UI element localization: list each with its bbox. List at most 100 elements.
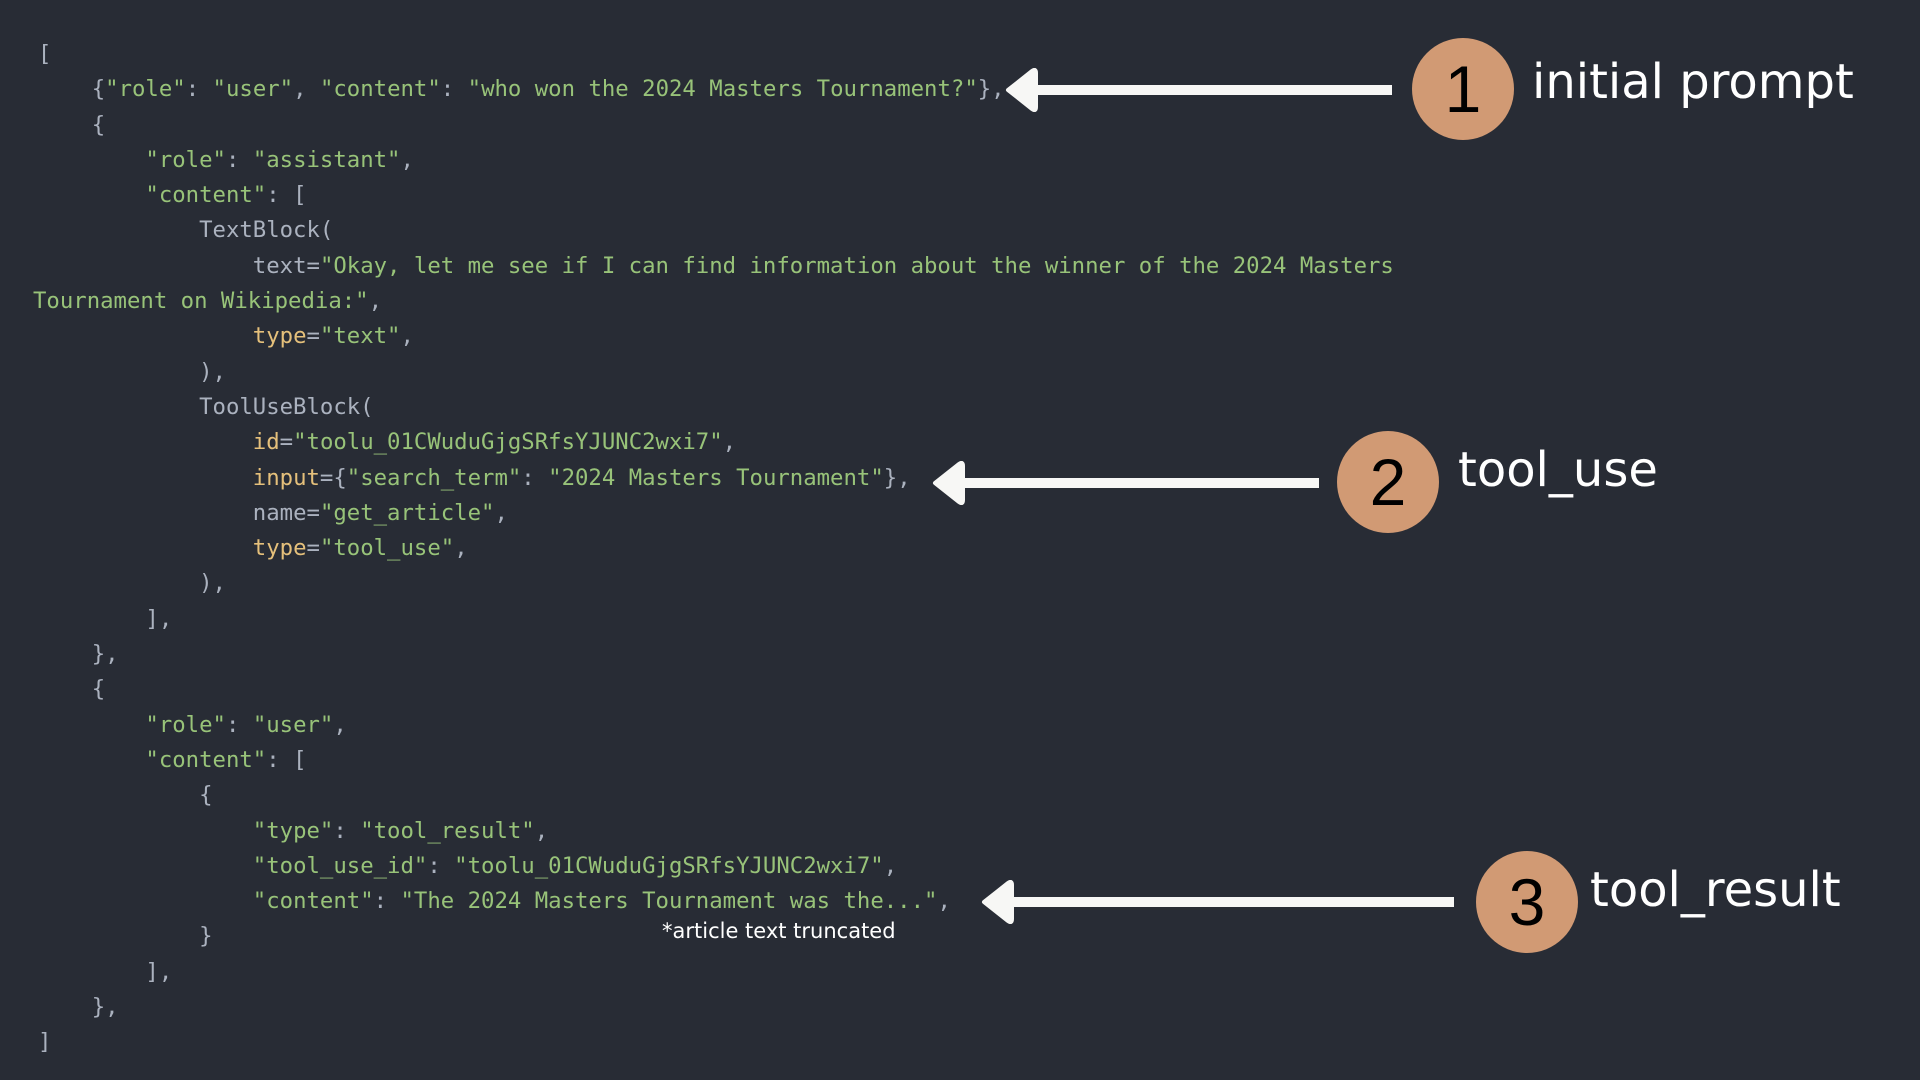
annotation-label-initial-prompt: initial prompt bbox=[1532, 54, 1854, 110]
code-line-26: ], bbox=[38, 955, 1394, 990]
colon: : bbox=[185, 76, 213, 103]
code-line-3: "role": "assistant", bbox=[38, 143, 1394, 178]
search-term-value: "2024 Masters Tournament" bbox=[548, 464, 884, 491]
comma: , bbox=[333, 711, 347, 738]
param-type: type bbox=[252, 323, 307, 350]
comma: , bbox=[454, 535, 468, 562]
equals: = bbox=[306, 499, 320, 526]
initial-prompt-text: "who won the 2024 Masters Tournament?" bbox=[467, 76, 978, 103]
code-line-9: ), bbox=[38, 355, 1394, 390]
comma: , bbox=[293, 76, 320, 103]
equals-brace: ={ bbox=[319, 464, 347, 491]
value-tool-use: "tool_use" bbox=[319, 535, 455, 562]
value-tool-result: "tool_result" bbox=[360, 817, 535, 844]
code-block: [ {"role": "user", "content": "who won t… bbox=[33, 37, 1394, 1061]
code-line-12: input={"search_term": "2024 Masters Tour… bbox=[38, 461, 1394, 496]
comma: , bbox=[534, 817, 549, 844]
arrow-left-icon bbox=[1006, 68, 1392, 112]
bracket-close: ], bbox=[145, 605, 173, 632]
code-line-21: { bbox=[38, 778, 1394, 813]
bracket-close: ] bbox=[38, 1029, 52, 1056]
comma: , bbox=[494, 499, 508, 526]
annotation-label-tool-result: tool_result bbox=[1590, 862, 1841, 918]
value-user: "user" bbox=[212, 76, 294, 103]
equals: = bbox=[306, 535, 320, 562]
key-role: "role" bbox=[145, 146, 226, 173]
key-content: "content" bbox=[145, 182, 267, 209]
colon: : bbox=[333, 817, 361, 844]
code-line-15: ), bbox=[38, 566, 1394, 601]
step-badge-3: 3 bbox=[1476, 851, 1578, 953]
step-number-3: 3 bbox=[1508, 865, 1546, 939]
brace: { bbox=[199, 782, 213, 809]
tooluseblock-constructor: ToolUseBlock( bbox=[199, 393, 374, 420]
code-line-6: text="Okay, let me see if I can find inf… bbox=[38, 249, 1394, 284]
equals: = bbox=[306, 252, 320, 279]
bracket-open: [ bbox=[38, 41, 52, 67]
equals: = bbox=[279, 429, 294, 456]
code-line-22: "type": "tool_result", bbox=[38, 814, 1394, 849]
code-line-1: {"role": "user", "content": "who won the… bbox=[38, 72, 1394, 107]
code-line-18: { bbox=[38, 672, 1394, 707]
colon: : bbox=[225, 711, 253, 738]
value-assistant: "assistant" bbox=[252, 146, 401, 173]
key-tool-use-id: "tool_use_id" bbox=[252, 852, 428, 879]
assistant-text-value-cont: Tournament on Wikipedia:" bbox=[33, 288, 369, 315]
code-line-10: ToolUseBlock( bbox=[38, 390, 1394, 425]
code-line-16: ], bbox=[38, 602, 1394, 637]
code-line-5: TextBlock( bbox=[38, 213, 1394, 248]
key-content: "content" bbox=[319, 76, 441, 103]
param-id: id bbox=[252, 429, 280, 456]
code-line-17: }, bbox=[38, 637, 1394, 672]
code-line-20: "content": [ bbox=[38, 743, 1394, 778]
assistant-text-value: "Okay, let me see if I can find informat… bbox=[319, 252, 1394, 279]
code-line-27: }, bbox=[38, 990, 1394, 1025]
code-line-11: id="toolu_01CWuduGjgSRfsYJUNC2wxi7", bbox=[38, 425, 1394, 460]
code-line-19: "role": "user", bbox=[38, 708, 1394, 743]
step-badge-2: 2 bbox=[1337, 431, 1439, 533]
tool-result-content-value: "The 2024 Masters Tournament was the..." bbox=[400, 888, 938, 915]
paren-close: ), bbox=[199, 570, 226, 597]
code-line-25: } bbox=[38, 919, 1394, 954]
code-line-7: Tournament on Wikipedia:", bbox=[33, 284, 1394, 319]
colon-bracket: : [ bbox=[266, 746, 307, 773]
colon: : bbox=[440, 76, 468, 103]
comma: , bbox=[883, 852, 898, 879]
brace-close: } bbox=[199, 923, 213, 950]
annotation-label-tool-use: tool_use bbox=[1458, 442, 1658, 498]
key-search-term: "search_term" bbox=[346, 464, 522, 491]
colon: : bbox=[373, 888, 401, 915]
colon: : bbox=[225, 146, 253, 173]
comma: , bbox=[368, 288, 383, 315]
value-text: "text" bbox=[319, 323, 401, 350]
step-number-2: 2 bbox=[1369, 445, 1407, 519]
key-role: "role" bbox=[105, 76, 186, 103]
code-line-23: "tool_use_id": "toolu_01CWuduGjgSRfsYJUN… bbox=[38, 849, 1394, 884]
brace-close: }, bbox=[977, 76, 1005, 103]
brace: { bbox=[91, 111, 106, 138]
brace-close: }, bbox=[91, 994, 119, 1021]
step-badge-1: 1 bbox=[1412, 38, 1514, 140]
comma: , bbox=[400, 323, 414, 350]
comma: , bbox=[722, 429, 737, 456]
code-line-0: [ bbox=[38, 37, 1394, 72]
brace-close: }, bbox=[883, 464, 911, 491]
brace-close: }, bbox=[91, 641, 119, 668]
tool-name-value: "get_article" bbox=[319, 499, 495, 526]
code-line-4: "content": [ bbox=[38, 178, 1394, 213]
arrow-left-icon bbox=[982, 880, 1454, 924]
param-text: text bbox=[252, 252, 307, 279]
key-type: "type" bbox=[252, 817, 334, 844]
param-type: type bbox=[252, 535, 307, 562]
comma: , bbox=[937, 888, 951, 915]
key-content: "content" bbox=[252, 888, 374, 915]
value-user: "user" bbox=[252, 711, 334, 738]
colon-bracket: : [ bbox=[266, 182, 307, 209]
key-content: "content" bbox=[145, 746, 267, 773]
arrow-left-icon bbox=[933, 461, 1319, 505]
brace: { bbox=[91, 76, 106, 103]
key-role: "role" bbox=[145, 711, 226, 738]
paren-close: ), bbox=[199, 358, 226, 385]
brace: { bbox=[91, 676, 106, 703]
equals: = bbox=[306, 323, 320, 350]
